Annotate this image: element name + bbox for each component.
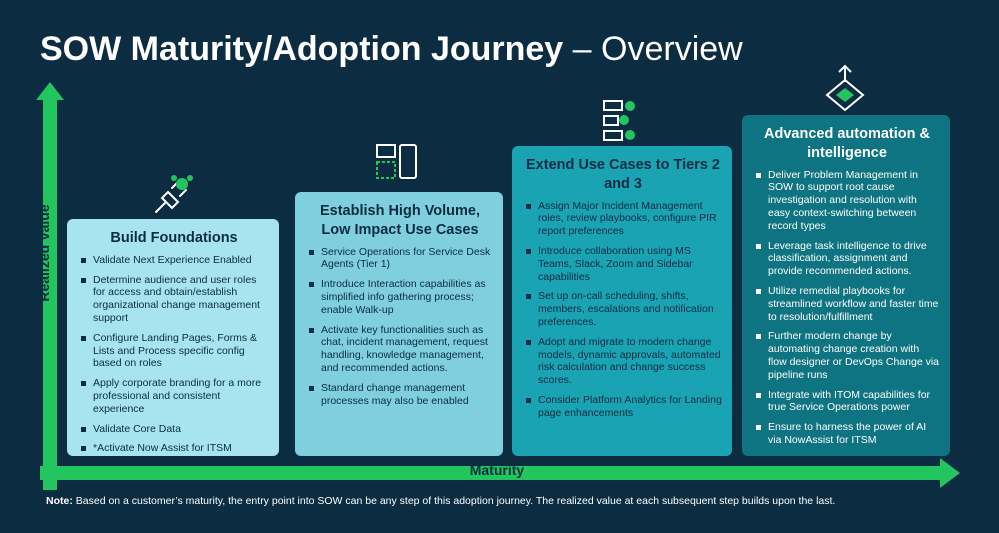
layout-icon [376,144,417,179]
card-title: Establish High Volume, Low Impact Use Ca… [319,203,481,238]
list-item: Service Operations for Service Desk Agen… [309,246,493,272]
list-item: Validate Next Experience Enabled [81,254,269,267]
card-title: Build Foundations [110,230,238,246]
card-list: Service Operations for Service Desk Agen… [307,246,493,408]
checklist-icon [603,100,635,141]
x-axis-label: Maturity [469,462,525,478]
list-item: Activate key functionalities such as cha… [309,324,493,375]
list-item: Integrate with ITOM capabilities for tru… [756,389,940,415]
list-item: Adopt and migrate to modern change model… [526,335,721,387]
list-item: Introduce collaboration using MS Teams, … [526,245,722,283]
x-axis-arrow [40,458,960,488]
card-list: Deliver Problem Management in SOW to sup… [754,169,940,447]
card-high-volume: Establish High Volume, Low Impact Use Ca… [295,192,503,456]
page-title: SOW Maturity/Adoption Journey – Overview [40,30,743,69]
list-item: Leverage task intelligence to drive clas… [756,240,940,278]
list-item: Assign Major Incident Management roles, … [526,200,722,238]
list-item: Configure Landing Pages, Forms & Lists a… [81,332,269,370]
card-build-foundations: Build Foundations Validate Next Experien… [67,219,279,456]
footnote: Note: Based on a customer’s maturity, th… [46,495,966,507]
list-item: Ensure to harness the power of AI via No… [756,421,940,447]
diamond-upload-icon [825,64,865,112]
list-item: Determine audience and user roles for ac… [81,274,269,325]
y-axis-label: Realized Value [36,204,52,302]
list-item: Validate Core Data [81,423,269,436]
list-item: Deliver Problem Management in SOW to sup… [756,169,940,233]
list-item: Introduce Interaction capabilities as si… [309,278,493,316]
note-text: Based on a customer’s maturity, the entr… [72,495,836,507]
card-list: Validate Next Experience Enabled Determi… [79,254,269,455]
title-bold: SOW Maturity/Adoption Journey [40,30,564,68]
list-item: *Activate Now Assist for ITSM [81,442,269,455]
list-item: Apply corporate branding for a more prof… [81,377,269,415]
plug-icon [155,175,193,213]
list-item: Utilize remedial playbooks for streamlin… [756,285,939,323]
card-extend-use-cases: Extend Use Cases to Tiers 2 and 3 Assign… [512,146,732,456]
title-light: – Overview [563,30,743,68]
note-label: Note: [46,495,73,507]
list-item: Further modern change by automating chan… [756,330,940,381]
y-axis-arrow [36,82,64,490]
card-title: Extend Use Cases to Tiers 2 and 3 [526,157,720,192]
card-list: Assign Major Incident Management roles, … [524,200,722,420]
list-item: Consider Platform Analytics for Landing … [526,394,722,419]
list-item: Set up on-call scheduling, shifts, membe… [526,290,722,328]
list-item: Standard change management processes may… [309,382,493,408]
card-title: Advanced automation & intelligence [764,126,930,161]
card-advanced-automation: Advanced automation & intelligence Deliv… [742,115,950,456]
